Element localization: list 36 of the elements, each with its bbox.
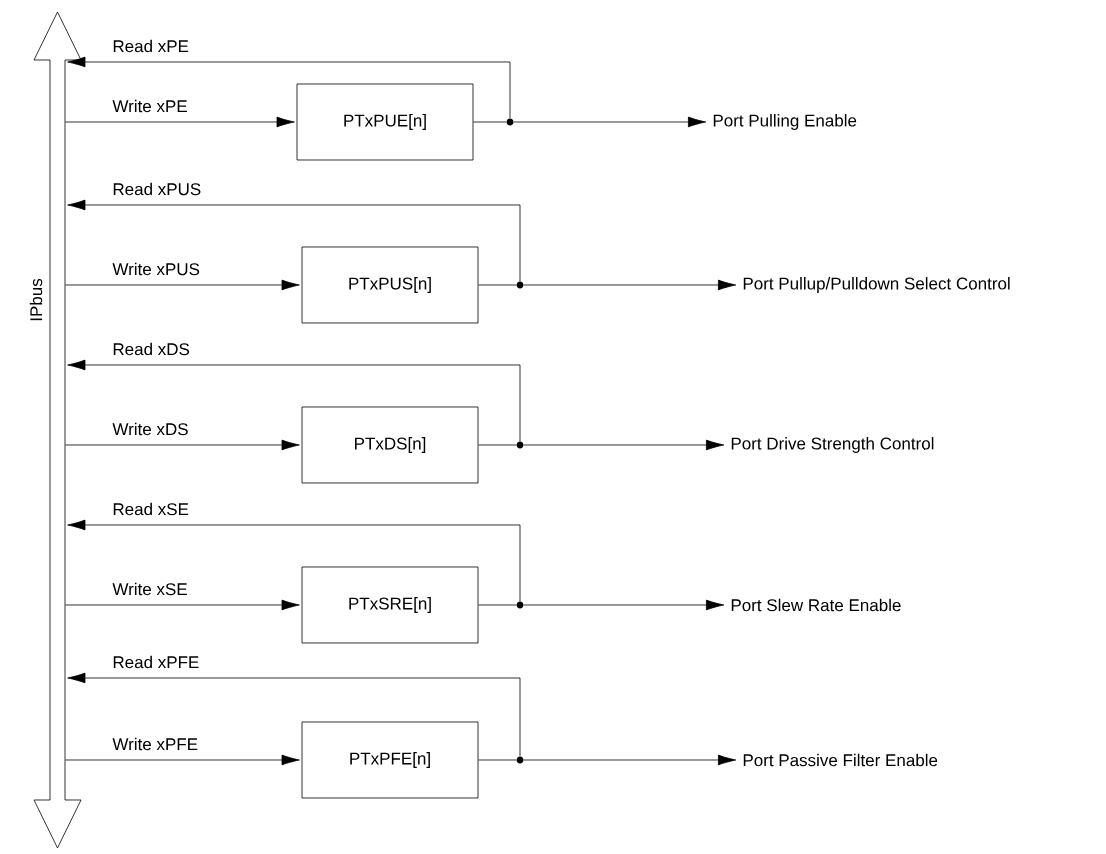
arrow [523, 279, 737, 291]
edge-label: Read xPUS [110, 180, 204, 198]
register-box: PTxSRE[n] [301, 566, 479, 644]
edge-label: Write xSE [110, 580, 190, 598]
arrow [523, 439, 725, 451]
arrow [67, 56, 511, 119]
signal-label: Port Slew Rate Enable [731, 598, 901, 612]
arrow [67, 199, 521, 282]
signal-label: Port Pulling Enable [713, 114, 857, 130]
edge-label: Write xPUS [110, 260, 202, 278]
arrow [65, 279, 300, 291]
edge-label: Write xPFE [110, 735, 201, 753]
arrow [65, 439, 300, 451]
arrow [65, 116, 295, 128]
arrow [513, 116, 707, 128]
edge-label: Read xPE [110, 37, 191, 55]
arrow [67, 359, 521, 442]
register-box: PTxDS[n] [301, 406, 479, 484]
edge-label: Read xSE [110, 500, 191, 518]
arrow [67, 519, 521, 602]
arrow [65, 754, 300, 766]
edge-label: Write xPE [110, 97, 190, 115]
bus-label: IPbus [29, 278, 43, 321]
arrow [523, 754, 737, 766]
edge-label: Write xDS [110, 420, 191, 438]
arrow [67, 672, 521, 757]
signal-label: Port Pullup/Pulldown Select Control [743, 277, 1010, 293]
arrow [65, 599, 300, 611]
register-box: PTxPUS[n] [301, 246, 479, 324]
signal-label: Port Passive Filter Enable [743, 753, 938, 767]
register-box: PTxPUE[n] [296, 83, 474, 161]
edge-label: Read xPFE [110, 653, 202, 671]
signal-label: Port Drive Strength Control [731, 437, 934, 453]
edge-label: Read xDS [110, 340, 192, 358]
register-box: PTxPFE[n] [301, 721, 479, 799]
arrow [523, 599, 725, 611]
